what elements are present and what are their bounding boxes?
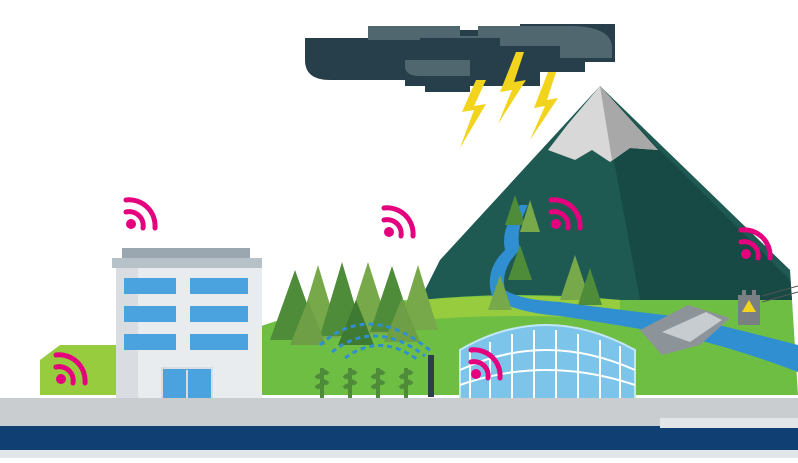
mountain-trees <box>488 195 602 310</box>
warning-icon <box>742 300 756 312</box>
office-building <box>112 248 262 401</box>
forest <box>270 262 438 345</box>
dam <box>640 305 730 355</box>
wifi-icon <box>381 205 416 239</box>
wifi-icon <box>548 197 583 231</box>
sprinkler <box>318 322 434 397</box>
storm-cloud <box>305 24 615 92</box>
crops <box>314 368 414 398</box>
ground-strip <box>0 398 798 458</box>
lightning-icon <box>460 52 558 148</box>
river <box>489 205 798 372</box>
transformer <box>738 285 798 325</box>
wifi-icon <box>53 352 88 386</box>
wifi-icon <box>738 227 773 261</box>
wifi-icon <box>123 197 158 231</box>
wifi-icon <box>468 347 503 381</box>
